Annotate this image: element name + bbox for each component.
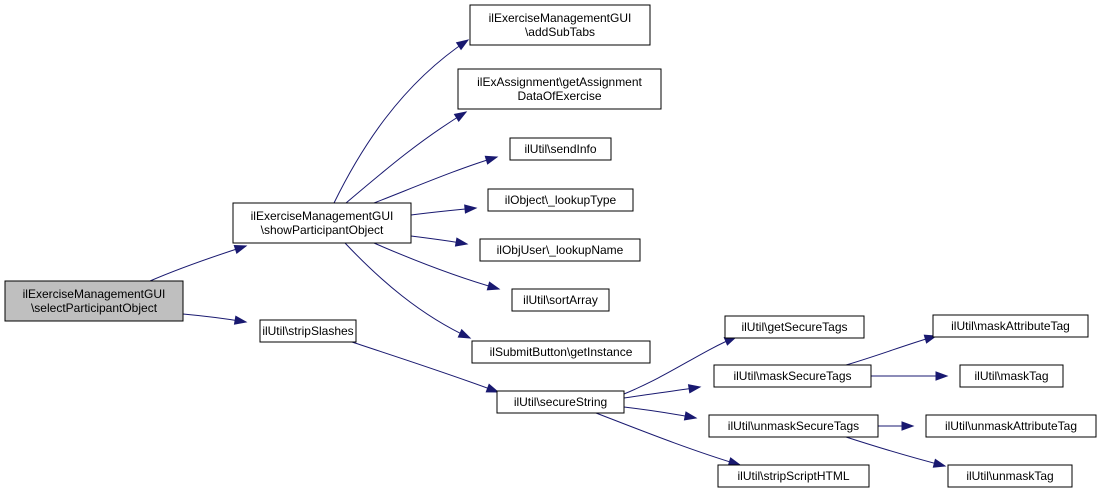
node-label-unmaskSecure-line1: ilUtil\unmaskSecureTags — [728, 419, 859, 433]
node-box-getSecureTags[interactable] — [724, 315, 865, 339]
node-box-maskAttr[interactable] — [932, 314, 1089, 338]
node-label-lookupName-line1: ilObjUser\_lookupName — [497, 243, 624, 257]
node-box-secureString[interactable] — [496, 390, 625, 414]
node-label-addSubTabs-line1: ilExerciseManagementGUI — [489, 11, 632, 25]
node-label-getAssign-line2: DataOfExercise — [517, 89, 601, 103]
arrowhead-showPart-to-lookupName — [454, 237, 469, 247]
node-label-getSecureTags-line1: ilUtil\getSecureTags — [741, 320, 847, 334]
node-stripScript[interactable]: ilUtil\stripScriptHTML — [717, 464, 870, 488]
node-box-maskSecure[interactable] — [713, 364, 872, 388]
edge-stripSlashes-to-secureString — [351, 341, 499, 393]
edge-showPart-to-sortArray — [373, 242, 500, 290]
node-box-stripSlashes[interactable] — [259, 319, 357, 343]
node-showPart[interactable]: ilExerciseManagementGUI\showParticipantO… — [232, 202, 412, 244]
node-label-maskSecure-line1: ilUtil\maskSecureTags — [733, 369, 851, 383]
arrowhead-unmaskSecure-to-unmaskAttr — [901, 421, 915, 431]
node-box-sendInfo[interactable] — [509, 137, 612, 161]
arrowhead-showPart-to-sortArray — [486, 281, 501, 291]
node-maskTag[interactable]: ilUtil\maskTag — [959, 364, 1064, 388]
edge-secureString-to-getSecureTags — [623, 336, 737, 395]
node-label-root-line2: \selectParticipantObject — [31, 301, 158, 315]
node-sendInfo[interactable]: ilUtil\sendInfo — [509, 137, 612, 161]
node-lookupType[interactable]: ilObject\_lookupType — [487, 188, 634, 212]
node-getInstance[interactable]: ilSubmitButton\getInstance — [471, 340, 651, 364]
node-sortArray[interactable]: ilUtil\sortArray — [511, 288, 610, 312]
edge-showPart-to-getInstance — [344, 242, 471, 339]
node-box-addSubTabs[interactable] — [469, 4, 651, 46]
node-maskSecure[interactable]: ilUtil\maskSecureTags — [713, 364, 872, 388]
arrowhead-secureString-to-unmaskSecure — [683, 411, 698, 421]
node-getAssign[interactable]: ilExAssignment\getAssignmentDataOfExerci… — [457, 68, 662, 110]
node-secureString[interactable]: ilUtil\secureString — [496, 390, 625, 414]
node-box-root[interactable] — [4, 280, 184, 322]
node-unmaskAttr[interactable]: ilUtil\unmaskAttributeTag — [925, 414, 1097, 438]
arrowhead-showPart-to-getInstance — [457, 328, 472, 339]
node-stripSlashes[interactable]: ilUtil\stripSlashes — [259, 319, 357, 343]
node-box-getAssign[interactable] — [457, 68, 662, 110]
arrowhead-stripSlashes-to-secureString — [485, 383, 500, 393]
arrowhead-maskSecure-to-maskTag — [935, 371, 949, 381]
node-root[interactable]: ilExerciseManagementGUI\selectParticipan… — [4, 280, 184, 322]
node-label-showPart-line1: ilExerciseManagementGUI — [251, 209, 394, 223]
node-box-sortArray[interactable] — [511, 288, 610, 312]
node-box-lookupName[interactable] — [479, 238, 641, 262]
node-label-sendInfo-line1: ilUtil\sendInfo — [524, 142, 596, 156]
node-label-stripSlashes-line1: ilUtil\stripSlashes — [262, 324, 353, 338]
edge-layer — [149, 39, 949, 468]
node-label-addSubTabs-line2: \addSubTabs — [525, 25, 595, 39]
node-label-unmaskAttr-line1: ilUtil\unmaskAttributeTag — [945, 419, 1077, 433]
arrowhead-showPart-to-lookupType — [464, 204, 478, 214]
node-box-unmaskTag[interactable] — [947, 464, 1073, 488]
edge-showPart-to-getAssign — [345, 111, 467, 204]
node-label-maskTag-line1: ilUtil\maskTag — [974, 369, 1048, 383]
edge-unmaskSecure-to-unmaskTag — [845, 436, 946, 467]
node-label-root-line1: ilExerciseManagementGUI — [23, 287, 166, 301]
node-box-lookupType[interactable] — [487, 188, 634, 212]
arrowhead-showPart-to-addSubTabs — [455, 39, 470, 51]
arrowhead-showPart-to-sendInfo — [484, 155, 499, 165]
edge-showPart-to-sendInfo — [373, 156, 498, 204]
node-box-getInstance[interactable] — [471, 340, 651, 364]
node-box-stripScript[interactable] — [717, 464, 870, 488]
node-label-unmaskTag-line1: ilUtil\unmaskTag — [966, 469, 1053, 483]
node-label-showPart-line2: \showParticipantObject — [261, 223, 384, 237]
node-label-secureString-line1: ilUtil\secureString — [514, 395, 607, 409]
node-label-getAssign-line1: ilExAssignment\getAssignment — [477, 75, 642, 89]
node-layer: ilExerciseManagementGUI\selectParticipan… — [4, 4, 1097, 488]
node-label-maskAttr-line1: ilUtil\maskAttributeTag — [951, 319, 1070, 333]
arrowhead-root-to-showPart — [233, 245, 248, 255]
node-label-getInstance-line1: ilSubmitButton\getInstance — [490, 345, 633, 359]
arrowhead-unmaskSecure-to-unmaskTag — [932, 458, 947, 468]
node-unmaskTag[interactable]: ilUtil\unmaskTag — [947, 464, 1073, 488]
node-label-sortArray-line1: ilUtil\sortArray — [523, 293, 598, 307]
node-maskAttr[interactable]: ilUtil\maskAttributeTag — [932, 314, 1089, 338]
edge-secureString-to-stripScript — [595, 412, 741, 466]
node-getSecureTags[interactable]: ilUtil\getSecureTags — [724, 315, 865, 339]
edge-maskSecure-to-maskAttr — [845, 335, 937, 366]
node-addSubTabs[interactable]: ilExerciseManagementGUI\addSubTabs — [469, 4, 651, 46]
node-lookupName[interactable]: ilObjUser\_lookupName — [479, 238, 641, 262]
edge-root-to-showPart — [149, 245, 247, 282]
arrowhead-root-to-stripSlashes — [233, 315, 248, 325]
node-unmaskSecure[interactable]: ilUtil\unmaskSecureTags — [708, 414, 879, 438]
edge-showPart-to-addSubTabs — [333, 39, 469, 204]
arrowhead-secureString-to-maskSecure — [687, 384, 702, 394]
node-box-showPart[interactable] — [232, 202, 412, 244]
node-box-maskTag[interactable] — [959, 364, 1064, 388]
node-label-stripScript-line1: ilUtil\stripScriptHTML — [737, 469, 849, 483]
arrowhead-showPart-to-getAssign — [453, 111, 468, 123]
node-label-lookupType-line1: ilObject\_lookupType — [505, 193, 617, 207]
node-box-unmaskSecure[interactable] — [708, 414, 879, 438]
node-box-unmaskAttr[interactable] — [925, 414, 1097, 438]
